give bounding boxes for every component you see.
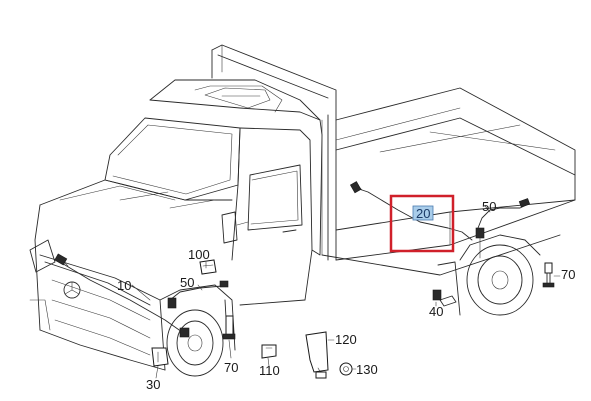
label-part-30[interactable]: 30 xyxy=(146,377,160,392)
part-50-left-cable[interactable] xyxy=(167,280,229,309)
part-10-front-cable[interactable] xyxy=(54,253,190,338)
part-70-left-screw[interactable] xyxy=(222,299,236,340)
label-part-20[interactable]: 20 xyxy=(416,206,430,221)
label-part-50-left[interactable]: 50 xyxy=(180,275,194,290)
truck-cab xyxy=(29,79,323,371)
part-70-right-screw[interactable] xyxy=(542,262,555,288)
part-120-holder[interactable] xyxy=(305,331,329,379)
label-part-40[interactable]: 40 xyxy=(429,304,443,319)
part-130-nut[interactable] xyxy=(339,362,353,376)
label-part-110[interactable]: 110 xyxy=(259,363,280,378)
front-wheel xyxy=(166,309,224,377)
part-40-sensor[interactable] xyxy=(432,289,457,307)
selected-part-highlight-box xyxy=(389,194,455,253)
part-20-wear-sensor-cable[interactable] xyxy=(349,181,473,241)
label-part-70-left[interactable]: 70 xyxy=(224,360,238,375)
label-part-50-right[interactable]: 50 xyxy=(482,199,496,214)
label-part-70-right[interactable]: 70 xyxy=(561,267,575,282)
part-110-clip[interactable] xyxy=(261,344,277,359)
truck-cargo-bed xyxy=(211,44,576,276)
part-50-right-cable[interactable] xyxy=(475,198,531,259)
rear-wheel xyxy=(437,234,541,316)
leader-lines xyxy=(131,205,561,379)
label-part-120[interactable]: 120 xyxy=(335,332,357,347)
label-part-10[interactable]: 10 xyxy=(117,278,131,293)
label-part-100[interactable]: 100 xyxy=(188,247,210,262)
selected-part-label-bg xyxy=(412,205,434,221)
label-part-130[interactable]: 130 xyxy=(356,362,378,377)
part-100-clip[interactable] xyxy=(199,259,217,275)
part-30-bracket[interactable] xyxy=(151,347,169,367)
